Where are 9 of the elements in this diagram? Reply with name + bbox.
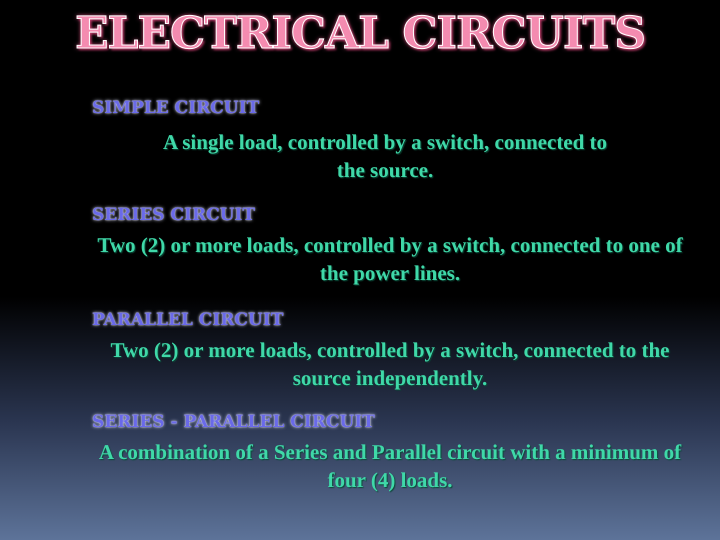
title: ELECTRICAL CIRCUITS [74,8,646,59]
section-heading: PARALLEL CIRCUIT [92,310,284,330]
section-heading: SERIES - PARALLEL CIRCUIT [92,412,375,432]
description-text: Two (2) or more loads, controlled by a switch, connected to one of the power lines. [96,232,684,287]
description-text: A single load, controlled by a switch, connected to the source. [162,129,608,184]
description-text: Two (2) or more loads, controlled by a switch, connected to the source independently. [110,337,670,392]
section-heading: SERIES CIRCUIT [92,205,256,225]
description-text: A combination of a Series and Parallel circuit with a minimum of four (4) loads. [98,439,682,494]
section-heading: SIMPLE CIRCUIT [92,98,260,118]
